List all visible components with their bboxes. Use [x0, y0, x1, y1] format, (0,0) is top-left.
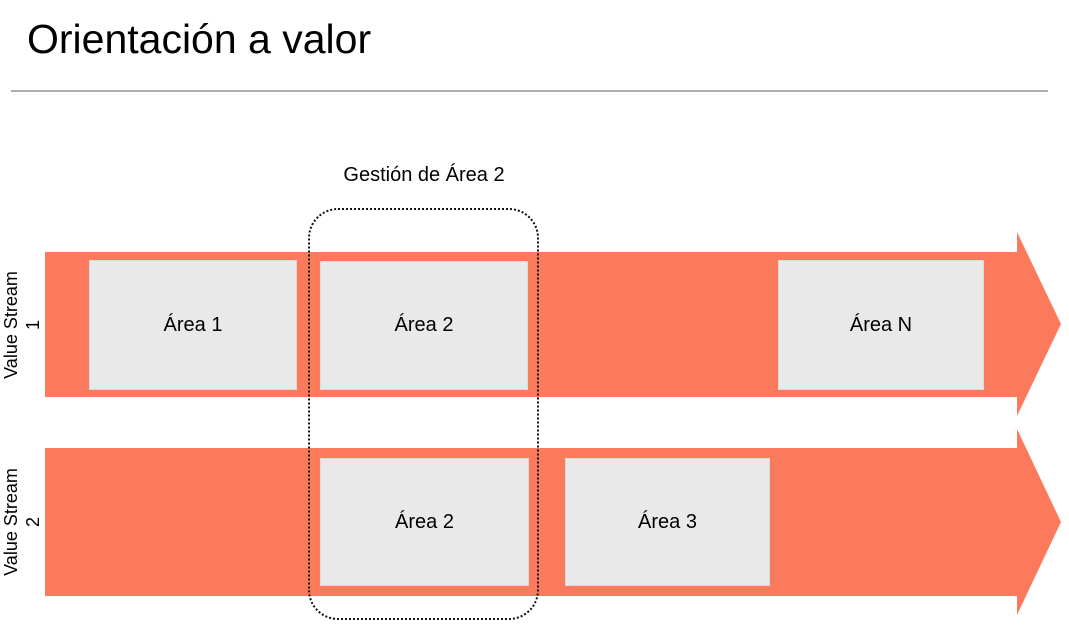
area-box-stream2-area3: Área 3 [565, 458, 770, 586]
area-box-stream2-area2: Área 2 [320, 458, 529, 586]
value-stream-2-label: Value Stream 2 [0, 447, 46, 597]
annotation-label: Gestión de Área 2 [343, 164, 505, 186]
value-stream-2-label-line2: 2 [23, 517, 43, 528]
value-stream-2-arrow-head [1017, 429, 1061, 615]
area-box-stream1-area2: Área 2 [320, 261, 528, 390]
title-divider-line [11, 90, 1048, 92]
value-stream-1-arrow-head [1017, 232, 1061, 416]
page-title: Orientación a valor [27, 16, 372, 62]
value-stream-2-arrow-body [45, 448, 1017, 596]
value-stream-1-label: Value Stream 1 [0, 250, 46, 400]
area-box-stream1-areaN: Área N [778, 260, 984, 390]
value-stream-1-label-line2: 1 [23, 320, 43, 331]
value-stream-2-label-line1: Value Stream [1, 468, 21, 576]
area-box-stream1-area1: Área 1 [89, 260, 297, 390]
value-stream-1-label-line1: Value Stream [1, 271, 21, 379]
